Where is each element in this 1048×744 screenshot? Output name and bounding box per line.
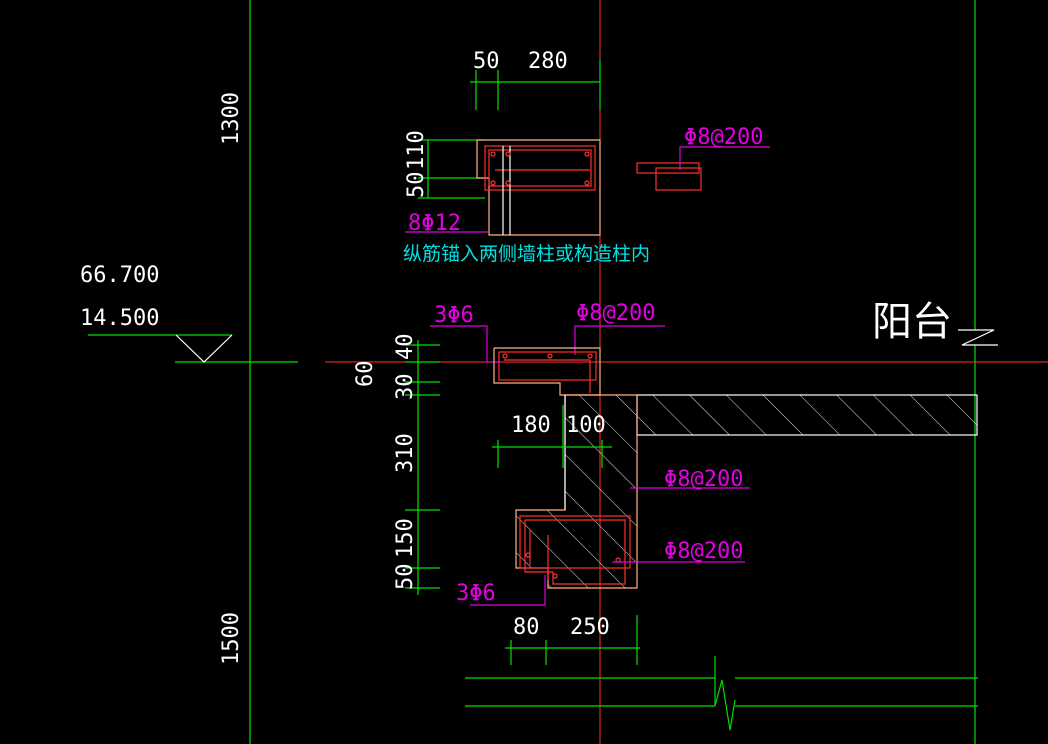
lower-rebar-label: 3Φ6: [456, 581, 496, 606]
top-beam-section: [476, 139, 601, 236]
lower-stirrup-label-2: Φ8@200: [664, 539, 743, 564]
mid-rebar-label: 3Φ6: [434, 303, 474, 328]
dim-1300: 1300: [219, 92, 244, 145]
balcony-slab: [636, 394, 978, 436]
dim-40: 40: [393, 334, 418, 361]
dim-50-top: 50: [473, 49, 500, 74]
lower-beam-section: [515, 394, 638, 589]
dim-100: 100: [566, 413, 606, 438]
dim-310: 310: [393, 433, 418, 473]
main-rebar-label: 8Φ12: [408, 211, 461, 236]
dim-150: 150: [393, 518, 418, 558]
rebar-anchor-note: 纵筋锚入两侧墙柱或构造柱内: [403, 243, 650, 265]
dim-50: 50: [393, 564, 418, 591]
dim-80: 80: [513, 615, 540, 640]
mid-beam-section: [493, 347, 601, 396]
lower-section-leaders: [470, 487, 750, 606]
dim-30: 30: [393, 374, 418, 401]
detail-stirrup-hook: [636, 146, 770, 191]
elevation-marker: [175, 334, 233, 363]
balcony-room-label: 阳台: [872, 299, 952, 345]
elevation-lower: 14.500: [80, 306, 159, 331]
left-vertical-dims: [405, 340, 440, 595]
dim-180: 180: [511, 413, 551, 438]
dim-1500: 1500: [219, 612, 244, 665]
dim-280-top: 280: [528, 49, 568, 74]
dim-110: 110: [404, 130, 429, 170]
lower-stirrup-label-1: Φ8@200: [664, 467, 743, 492]
top-section-dim-lines: [418, 60, 601, 199]
dim-50-left: 50: [404, 172, 429, 199]
dim-60: 60: [353, 361, 378, 388]
mid-stirrup-label: Φ8@200: [576, 301, 655, 326]
detail-stirrup-label: Φ8@200: [684, 125, 763, 150]
lower-horizontal-dims: [492, 405, 640, 665]
dim-250: 250: [570, 615, 610, 640]
elevation-upper: 66.700: [80, 263, 159, 288]
